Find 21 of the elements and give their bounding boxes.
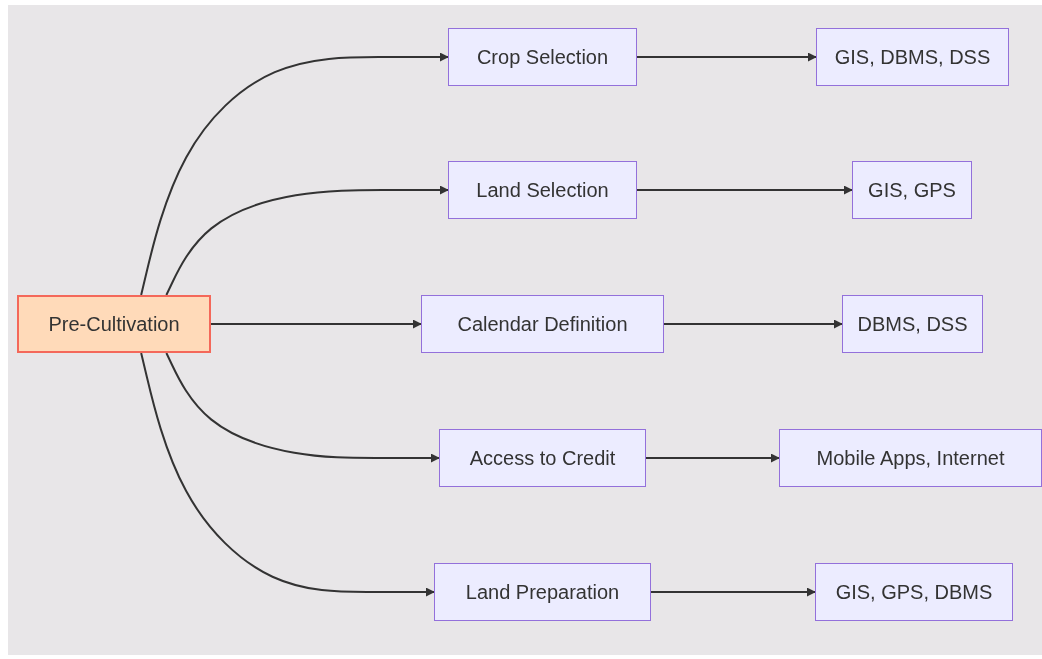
- process-box: DBMS, DSS: [842, 295, 983, 353]
- process-box: GIS, GPS: [852, 161, 972, 219]
- process-box: Mobile Apps, Internet: [779, 429, 1042, 487]
- arrow: [650, 587, 816, 597]
- arrow: [645, 453, 780, 463]
- arrow: [636, 52, 817, 62]
- arrow: [140, 52, 449, 296]
- process-box: Crop Selection: [448, 28, 637, 86]
- process-box: GIS, DBMS, DSS: [816, 28, 1009, 86]
- arrow: [140, 352, 435, 597]
- start-box: Pre-Cultivation: [17, 295, 211, 353]
- arrow: [663, 319, 843, 329]
- arrow: [636, 185, 853, 195]
- process-box: Land Selection: [448, 161, 637, 219]
- arrow: [210, 319, 422, 329]
- process-box: Calendar Definition: [421, 295, 664, 353]
- arrow: [165, 352, 440, 463]
- process-box: GIS, GPS, DBMS: [815, 563, 1013, 621]
- process-box: Access to Credit: [439, 429, 646, 487]
- arrow: [165, 185, 449, 296]
- process-box: Land Preparation: [434, 563, 651, 621]
